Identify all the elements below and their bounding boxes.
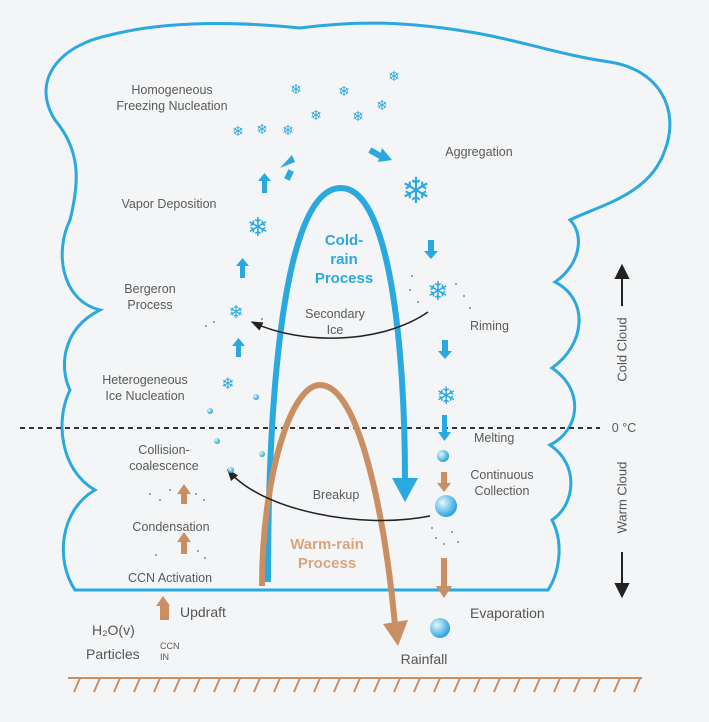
label-bergeron-process: Bergeron Process bbox=[124, 282, 176, 312]
svg-text:❄: ❄ bbox=[290, 82, 302, 98]
cloud-outline bbox=[44, 21, 672, 592]
label-vapor-deposition: Vapor Deposition bbox=[121, 197, 217, 211]
svg-text:❄: ❄ bbox=[436, 382, 456, 410]
ice-growth-arrows bbox=[232, 147, 452, 359]
label-riming: Riming bbox=[470, 319, 509, 333]
label-breakup: Breakup bbox=[312, 488, 360, 502]
svg-text:❄: ❄ bbox=[376, 98, 388, 114]
svg-text:❄: ❄ bbox=[310, 108, 322, 124]
svg-text:❄: ❄ bbox=[221, 374, 234, 393]
secondary-ice-arrow bbox=[250, 311, 429, 339]
label-condensation: Condensation bbox=[132, 520, 210, 534]
aerosol-dots bbox=[149, 275, 471, 559]
label-rainfall: Rainfall bbox=[400, 651, 448, 667]
updraft-arrow bbox=[164, 604, 169, 620]
svg-text:❄: ❄ bbox=[427, 277, 449, 307]
label-ccn-activation: CCN Activation bbox=[127, 571, 213, 585]
cold-rain-arrowhead bbox=[392, 478, 418, 502]
svg-text:❄: ❄ bbox=[352, 109, 364, 125]
cold-rain-arc bbox=[265, 184, 408, 583]
label-cold-rain-process: Cold- rain Process bbox=[314, 232, 374, 287]
svg-text:❄: ❄ bbox=[228, 302, 243, 323]
label-cold-cloud: Cold Cloud bbox=[614, 317, 630, 382]
warm-rain-arrowhead bbox=[383, 620, 408, 646]
label-warm-rain-process: Warm-rain Process bbox=[290, 536, 364, 572]
label-aggregation: Aggregation bbox=[445, 145, 513, 159]
svg-text:❄: ❄ bbox=[282, 123, 294, 139]
ground-hatch bbox=[68, 677, 642, 693]
label-secondary-ice: Secondary Ice bbox=[305, 307, 365, 337]
label-h2o-vapor: H₂O(v) bbox=[92, 622, 135, 638]
svg-text:❄: ❄ bbox=[401, 171, 431, 212]
svg-text:❄: ❄ bbox=[388, 69, 400, 85]
breakup-arrow bbox=[227, 468, 431, 522]
warm-rain-arc bbox=[259, 381, 398, 626]
ice-crystals: ❄ ❄ ❄ ❄ ❄ ❄ ❄ ❄ ❄ ❄ ❄ ❄ ❄ ❄ ❄ bbox=[221, 69, 456, 410]
label-evaporation: Evaporation bbox=[470, 605, 545, 621]
cloud-extent-arrows bbox=[614, 263, 630, 599]
label-heterogeneous-ice-nucleation: Heterogeneous Ice Nucleation bbox=[102, 373, 188, 403]
svg-text:❄: ❄ bbox=[247, 213, 269, 243]
label-ccn: CCN bbox=[160, 641, 180, 651]
label-continuous-collection: Continuous Collection bbox=[470, 468, 534, 498]
svg-text:❄: ❄ bbox=[256, 122, 268, 138]
water-droplets bbox=[207, 394, 457, 638]
label-melting: Melting bbox=[474, 431, 515, 445]
warm-fall-arrows bbox=[156, 472, 452, 620]
label-particles: Particles bbox=[86, 646, 140, 662]
label-collision-coalescence: Collision- coalescence bbox=[129, 443, 199, 473]
label-warm-cloud: Warm Cloud bbox=[614, 461, 630, 534]
label-homogeneous-freezing: Homogeneous Freezing Nucleation bbox=[116, 83, 228, 113]
label-zero-celsius: 0 °C bbox=[611, 421, 637, 435]
melting-arrow bbox=[438, 415, 451, 441]
svg-text:❄: ❄ bbox=[338, 84, 350, 100]
label-in: IN bbox=[160, 652, 169, 662]
label-updraft: Updraft bbox=[180, 604, 226, 620]
svg-text:❄: ❄ bbox=[232, 124, 244, 140]
